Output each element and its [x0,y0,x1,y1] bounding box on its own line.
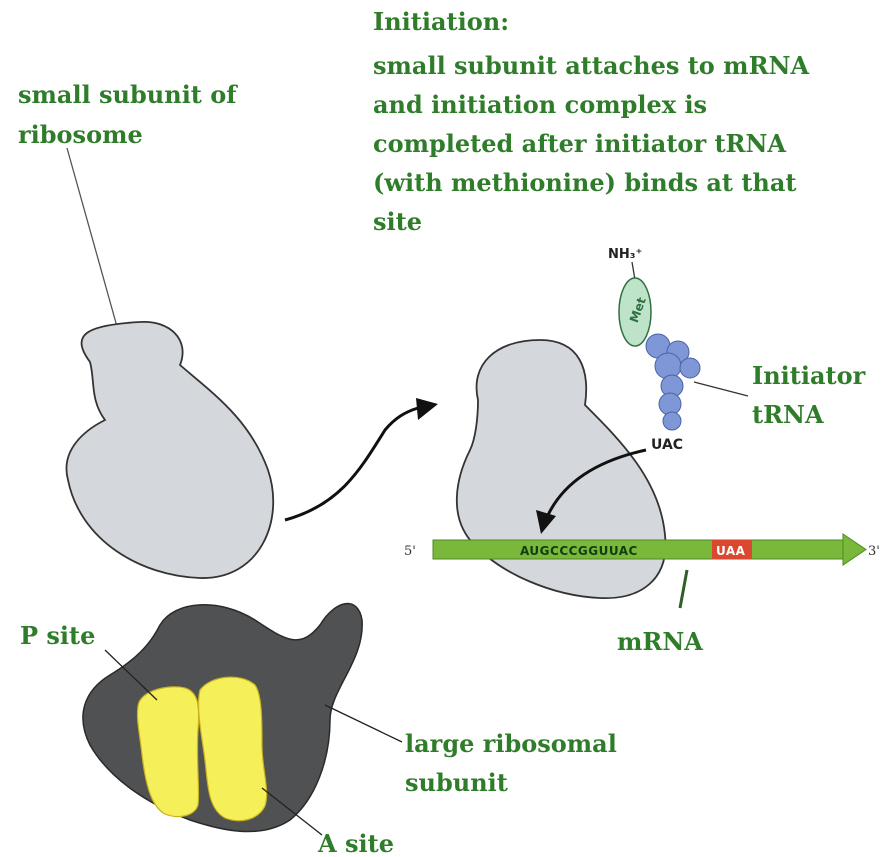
initiation-line-2: small subunit attaches to mRNA [373,51,809,80]
large-subunit-label-line-1: large ribosomal [405,729,617,758]
initiation-line-1: Initiation: [373,7,509,36]
large-subunit-label: large ribosomal subunit [405,729,617,797]
large-subunit-label-line-2: subunit [405,768,508,797]
trna-lobe-4 [680,358,700,378]
transition-arrow-head [416,398,438,420]
initiation-line-3: and initiation complex is [373,90,707,119]
trna-lobe-6 [659,393,681,415]
initiation-line-5: (with methionine) binds at that [373,168,797,197]
small-subunit-shape [66,322,273,578]
mrna-leader-line [680,570,687,608]
nh3-label: NH₃⁺ [608,247,642,262]
trna-lobe-7 [663,412,681,430]
mrna-label: mRNA [617,627,703,656]
initiator-trna-label: Initiator tRNA [752,361,866,429]
initiation-line-6: site [373,207,422,236]
anticodon-label: UAC [651,437,683,453]
mrna-bar [433,540,843,559]
a-site-label: A site [317,829,394,857]
mrna-5prime: 5' [404,544,416,559]
small-subunit-label-line-1: small subunit of [18,80,238,109]
small-subunit-label: small subunit of ribosome [18,80,238,149]
initiation-line-4: completed after initiator tRNA [373,129,786,158]
trna-label-line-2: tRNA [752,400,824,429]
trna-leader-line [694,382,748,396]
trna-label-line-1: Initiator [752,361,866,390]
initiation-description: Initiation: small subunit attaches to mR… [373,7,809,236]
stop-codon: UAA [716,544,746,558]
large-subunit-leader-line [325,705,402,742]
mrna-arrow-head [843,534,866,565]
transition-arrow [285,408,418,520]
trna-lobe-3 [655,353,681,379]
mrna-3prime: 3' [868,544,880,559]
initiator-trna: NH₃⁺ Met UAC [608,247,700,453]
p-site-label: P site [20,621,95,650]
mrna-sequence: AUGCCCGGUUAC [520,544,638,558]
small-subunit-leader-line [67,148,123,348]
small-subunit-label-line-2: ribosome [18,120,143,149]
